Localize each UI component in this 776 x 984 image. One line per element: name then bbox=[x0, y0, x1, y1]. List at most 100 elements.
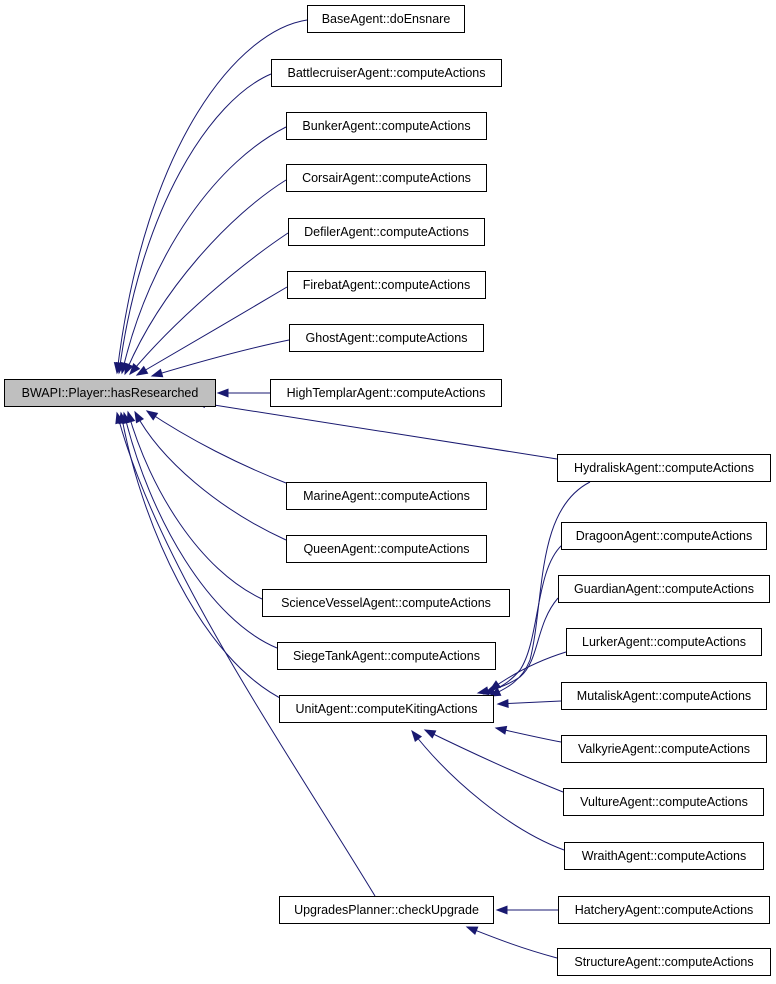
arrowhead-icon bbox=[124, 362, 134, 376]
edge-line bbox=[127, 411, 263, 600]
edge-valkyrie-to-unitKiting bbox=[494, 725, 562, 743]
arrowhead-icon bbox=[216, 388, 229, 398]
edge-line bbox=[121, 126, 287, 374]
edge-marine-to-hasResearched bbox=[145, 410, 287, 484]
node-label: SiegeTankAgent::computeActions bbox=[293, 649, 480, 663]
edge-firebat-to-hasResearched bbox=[135, 286, 288, 376]
arrowhead-icon bbox=[135, 365, 149, 376]
node-label: StructureAgent::computeActions bbox=[574, 955, 753, 969]
edge-highTemplar-to-hasResearched bbox=[216, 388, 270, 398]
node-label: MarineAgent::computeActions bbox=[303, 489, 470, 503]
node-firebat-agent[interactable]: FirebatAgent::computeActions bbox=[287, 271, 486, 299]
edge-line bbox=[129, 232, 289, 375]
node-label: MutaliskAgent::computeActions bbox=[577, 689, 751, 703]
node-label: DragoonAgent::computeActions bbox=[576, 529, 753, 543]
edge-line bbox=[136, 286, 288, 376]
edge-layer bbox=[113, 19, 591, 959]
edge-dragoon-to-unitKiting bbox=[482, 544, 563, 695]
edge-line bbox=[116, 19, 308, 374]
edge-line bbox=[489, 651, 567, 691]
node-mutalisk-agent[interactable]: MutaliskAgent::computeActions bbox=[561, 682, 767, 710]
edge-lurker-to-unitKiting bbox=[488, 651, 567, 691]
node-hydralisk-agent[interactable]: HydraliskAgent::computeActions bbox=[557, 454, 771, 482]
edge-wraith-to-unitKiting bbox=[411, 729, 565, 851]
edge-ghost-to-hasResearched bbox=[150, 339, 290, 378]
node-guardian-agent[interactable]: GuardianAgent::computeActions bbox=[558, 575, 770, 603]
node-label: QueenAgent::computeActions bbox=[303, 542, 469, 556]
node-dragoon-agent[interactable]: DragoonAgent::computeActions bbox=[561, 522, 767, 550]
edge-line bbox=[411, 730, 565, 851]
node-label: VultureAgent::computeActions bbox=[580, 795, 748, 809]
node-high-templar-agent[interactable]: HighTemplarAgent::computeActions bbox=[270, 379, 502, 407]
node-structure-agent[interactable]: StructureAgent::computeActions bbox=[557, 948, 771, 976]
node-vulture-agent[interactable]: VultureAgent::computeActions bbox=[563, 788, 764, 816]
node-layer: BWAPI::Player::hasResearched BaseAgent::… bbox=[4, 5, 771, 976]
node-upgrades-planner-check-upgrade[interactable]: UpgradesPlanner::checkUpgrade bbox=[279, 896, 494, 924]
edge-line bbox=[466, 926, 558, 959]
node-label: FirebatAgent::computeActions bbox=[303, 278, 470, 292]
edge-line bbox=[124, 179, 287, 375]
arrowhead-icon bbox=[494, 725, 508, 735]
node-has-researched[interactable]: BWAPI::Player::hasResearched bbox=[4, 379, 216, 407]
edge-line bbox=[194, 401, 558, 460]
edge-line bbox=[497, 700, 562, 705]
arrowhead-icon bbox=[476, 686, 490, 696]
node-corsair-agent[interactable]: CorsairAgent::computeActions bbox=[286, 164, 487, 192]
edge-line bbox=[483, 544, 563, 695]
node-battlecruiser-agent[interactable]: BattlecruiserAgent::computeActions bbox=[271, 59, 502, 87]
arrowhead-icon bbox=[411, 729, 423, 743]
node-label: CorsairAgent::computeActions bbox=[302, 171, 471, 185]
edge-line bbox=[134, 411, 287, 541]
arrowhead-icon bbox=[145, 410, 159, 421]
arrowhead-icon bbox=[134, 410, 145, 424]
edge-mutalisk-to-unitKiting bbox=[496, 698, 562, 709]
node-label: GhostAgent::computeActions bbox=[306, 331, 468, 345]
node-science-vessel-agent[interactable]: ScienceVesselAgent::computeActions bbox=[262, 589, 510, 617]
node-label: GuardianAgent::computeActions bbox=[574, 582, 754, 596]
edge-line bbox=[146, 410, 287, 484]
node-label: HatcheryAgent::computeActions bbox=[575, 903, 754, 917]
node-label: LurkerAgent::computeActions bbox=[582, 635, 746, 649]
edge-line bbox=[489, 481, 591, 697]
node-hatchery-agent[interactable]: HatcheryAgent::computeActions bbox=[558, 896, 770, 924]
node-label: UnitAgent::computeKitingActions bbox=[295, 702, 477, 716]
edge-structure-to-upgradesCheck bbox=[465, 926, 558, 959]
node-unit-agent-compute-kiting-actions[interactable]: UnitAgent::computeKitingActions bbox=[279, 695, 494, 723]
arrowhead-icon bbox=[423, 729, 437, 739]
arrowhead-icon bbox=[115, 411, 125, 425]
node-label: UpgradesPlanner::checkUpgrade bbox=[294, 903, 479, 917]
arrowhead-icon bbox=[496, 698, 509, 709]
edge-line bbox=[120, 412, 287, 702]
edge-line bbox=[123, 412, 278, 649]
edge-queen-to-hasResearched bbox=[134, 410, 287, 541]
node-valkyrie-agent[interactable]: ValkyrieAgent::computeActions bbox=[561, 735, 767, 763]
node-label: DefilerAgent::computeActions bbox=[304, 225, 469, 239]
node-base-agent-do-ensnare[interactable]: BaseAgent::doEnsnare bbox=[307, 5, 465, 33]
node-label: ScienceVesselAgent::computeActions bbox=[281, 596, 491, 610]
edge-corsair-to-hasResearched bbox=[124, 179, 287, 376]
arrowhead-icon bbox=[488, 680, 502, 691]
node-siege-tank-agent[interactable]: SiegeTankAgent::computeActions bbox=[277, 642, 496, 670]
node-ghost-agent[interactable]: GhostAgent::computeActions bbox=[289, 324, 484, 352]
node-label: WraithAgent::computeActions bbox=[582, 849, 746, 863]
node-queen-agent[interactable]: QueenAgent::computeActions bbox=[286, 535, 487, 563]
edge-hydralisk-to-hasResearched bbox=[193, 399, 558, 460]
arrowhead-icon bbox=[129, 363, 141, 376]
node-label: HighTemplarAgent::computeActions bbox=[287, 386, 486, 400]
arrowhead-icon bbox=[150, 368, 164, 378]
edge-line bbox=[116, 412, 376, 897]
edge-hatchery-to-upgradesCheck bbox=[495, 905, 558, 915]
node-wraith-agent[interactable]: WraithAgent::computeActions bbox=[564, 842, 764, 870]
edge-upgradesCheck-to-hasResearched bbox=[115, 411, 376, 897]
node-defiler-agent[interactable]: DefilerAgent::computeActions bbox=[288, 218, 485, 246]
edge-vulture-to-unitKiting bbox=[423, 729, 564, 793]
node-bunker-agent[interactable]: BunkerAgent::computeActions bbox=[286, 112, 487, 140]
edge-line bbox=[424, 729, 564, 793]
node-label: BaseAgent::doEnsnare bbox=[322, 12, 451, 26]
node-label: BattlecruiserAgent::computeActions bbox=[287, 66, 485, 80]
node-marine-agent[interactable]: MarineAgent::computeActions bbox=[286, 482, 487, 510]
node-label: BWAPI::Player::hasResearched bbox=[22, 386, 199, 400]
node-label: BunkerAgent::computeActions bbox=[302, 119, 470, 133]
edge-defiler-to-hasResearched bbox=[129, 232, 289, 376]
node-lurker-agent[interactable]: LurkerAgent::computeActions bbox=[566, 628, 762, 656]
